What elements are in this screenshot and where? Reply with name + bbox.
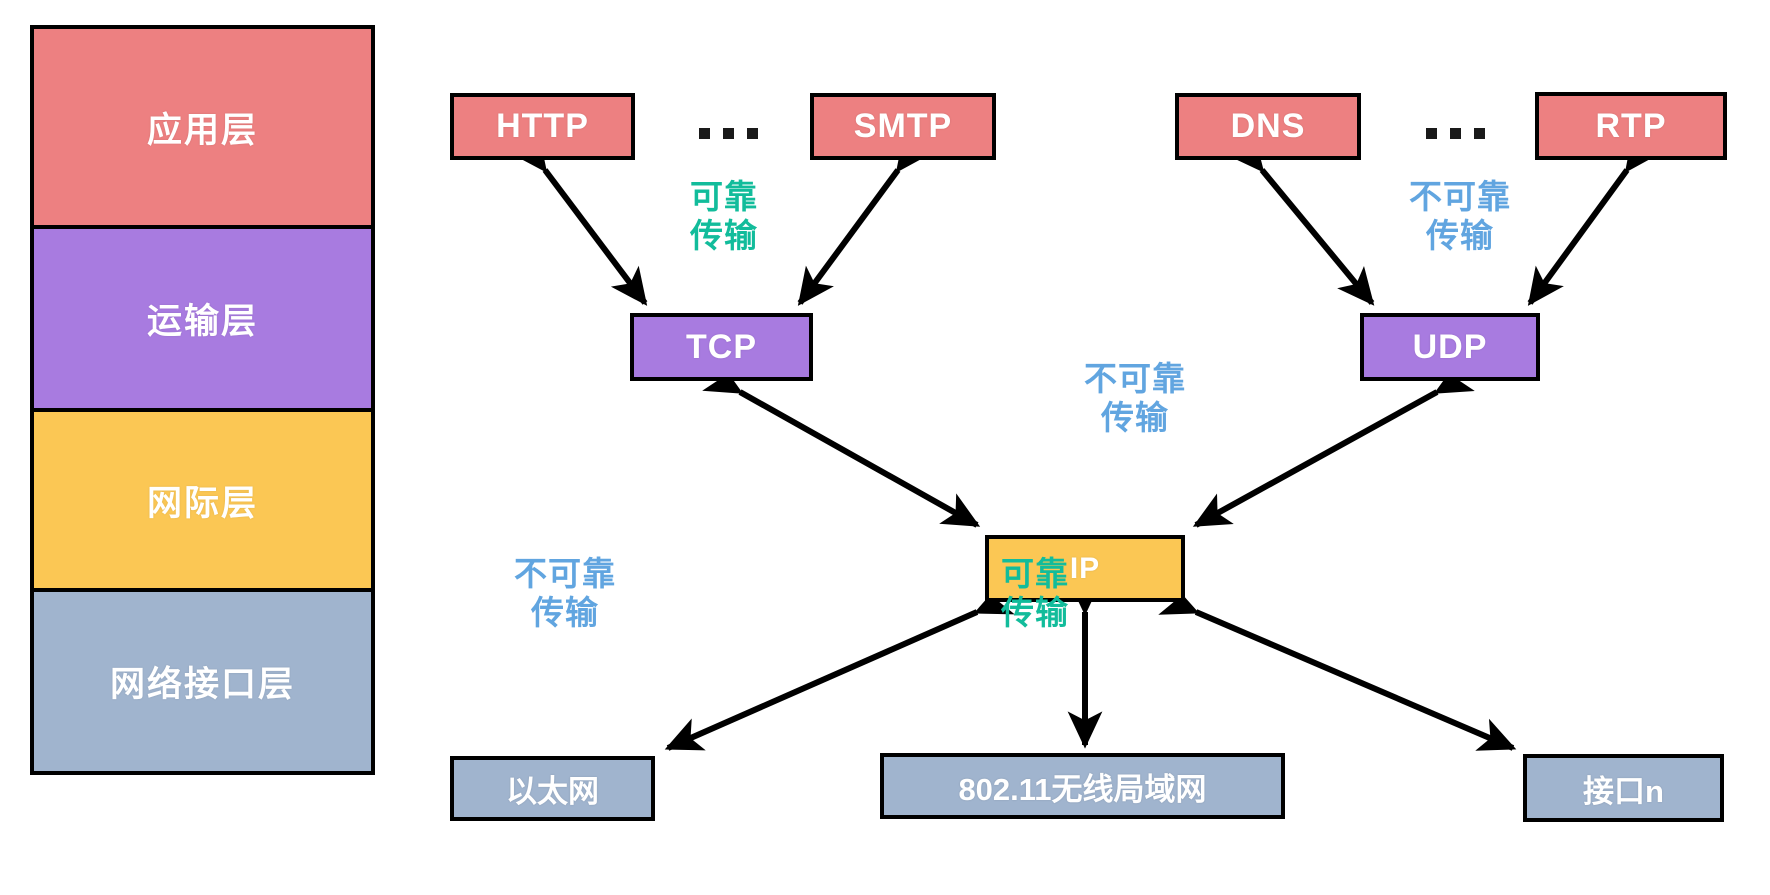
- layer-label-internet: 网际层: [146, 483, 258, 523]
- layer-cell-link: 网络接口层: [34, 592, 371, 771]
- dot-icon: [1426, 128, 1437, 139]
- annotation-ip-unreliable: 不可靠 传输: [1084, 360, 1186, 436]
- layer-cell-internet: 网际层: [34, 412, 371, 592]
- arrow-tcp-ip: [702, 360, 981, 528]
- app-ellipsis-right-icon: [1426, 128, 1485, 139]
- annotation-tcp-reliable: 可靠 传输: [690, 178, 758, 254]
- node-rtp[interactable]: RTP: [1535, 92, 1727, 160]
- arrow-dns-udp: [1227, 133, 1375, 306]
- arrow-ip-ethernet: [664, 582, 1015, 751]
- node-wlan[interactable]: 802.11无线局域网: [880, 753, 1285, 819]
- annotation-udp-unreliable: 不可靠 传输: [1409, 178, 1511, 254]
- node-label-dns: DNS: [1230, 107, 1306, 145]
- node-label-ip: IP: [1069, 551, 1101, 585]
- arrow-ip-ifn: [1158, 582, 1517, 751]
- arrow-http-tcp: [510, 132, 648, 306]
- arrow-udp-ip: [1192, 360, 1475, 528]
- arrow-smtp-tcp: [797, 132, 932, 306]
- layer-label-transport: 运输层: [146, 302, 258, 341]
- annotation-link-unreliable: 不可靠 传输: [514, 555, 616, 631]
- node-smtp[interactable]: SMTP: [810, 93, 996, 160]
- node-dns[interactable]: DNS: [1175, 93, 1361, 160]
- dot-icon: [1450, 128, 1461, 139]
- layer-cell-transport: 运输层: [34, 229, 371, 412]
- node-label-smtp: SMTP: [853, 107, 953, 145]
- dot-icon: [1474, 128, 1485, 139]
- node-ip[interactable]: IP: [985, 535, 1185, 602]
- node-label-rtp: RTP: [1595, 106, 1667, 145]
- layer-stack: 应用层 运输层 网际层 网络接口层: [30, 25, 375, 775]
- node-label-interface-n: 接口n: [1583, 773, 1664, 809]
- app-ellipsis-left-icon: [699, 128, 758, 139]
- node-label-ethernet: 以太网: [506, 774, 599, 809]
- node-interface-n[interactable]: 接口n: [1523, 754, 1724, 822]
- node-http[interactable]: HTTP: [450, 93, 635, 160]
- dot-icon: [747, 128, 758, 139]
- node-udp[interactable]: UDP: [1360, 313, 1540, 381]
- node-label-udp: UDP: [1412, 327, 1488, 366]
- dot-icon: [699, 128, 710, 139]
- layer-label-link: 网络接口层: [109, 665, 295, 704]
- node-label-http: HTTP: [496, 107, 589, 145]
- annotation-link-reliable: 可靠 传输: [1001, 555, 1069, 631]
- node-tcp[interactable]: TCP: [630, 313, 813, 381]
- node-label-wlan: 802.11无线局域网: [958, 771, 1207, 807]
- layer-cell-application: 应用层: [34, 29, 371, 229]
- layer-label-application: 应用层: [146, 110, 258, 150]
- dot-icon: [723, 128, 734, 139]
- node-ethernet[interactable]: 以太网: [450, 756, 655, 821]
- node-label-tcp: TCP: [686, 327, 757, 366]
